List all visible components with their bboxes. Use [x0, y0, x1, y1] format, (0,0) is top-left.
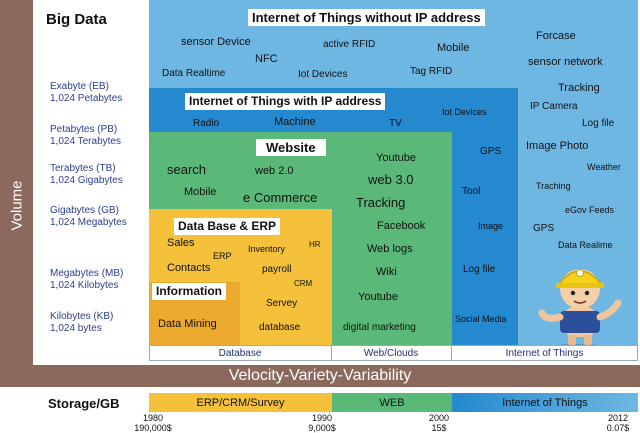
zone-item: CRM	[294, 279, 313, 288]
zone-item: eGov Feeds	[565, 205, 615, 215]
zone-item: Youtube	[376, 152, 416, 164]
zone-item: Radio	[193, 118, 220, 129]
zone-item: IP Camera	[530, 101, 578, 112]
zone-item: Iot Devices	[442, 107, 487, 117]
zone-item: Social Media	[455, 314, 507, 324]
volume-level: Terabytes (TB)1,024 Gigabytes	[50, 163, 123, 186]
zone-item: sensor network	[528, 56, 603, 68]
zone-item: HR	[309, 240, 321, 249]
zone-item: web 3.0	[368, 172, 414, 187]
zone-item: Contacts	[167, 262, 211, 274]
zone-item: Mobile	[184, 186, 217, 198]
volume-level: Exabyte (EB)1,024 Petabytes	[50, 81, 123, 104]
zone-item: Tool	[462, 186, 481, 197]
volume-level: Megabytes (MB)1,024 Kilobytes	[50, 268, 124, 291]
volume-level: Kilobytes (KB)1,024 bytes	[50, 311, 114, 334]
zone-item: Mobile	[437, 42, 470, 54]
zone-item: Log file	[463, 264, 496, 275]
zone-title-iot-ip: Internet of Things with IP address	[185, 93, 386, 110]
zone-item: Inventory	[248, 244, 286, 254]
storage-label: Storage/GB	[48, 396, 120, 411]
category-database: Database	[218, 347, 262, 359]
zone-item: GPS	[533, 223, 555, 234]
zone-item: Iot Devices	[298, 69, 348, 80]
volume-level: Petabytes (PB)1,024 Terabytes	[50, 124, 121, 147]
zone-title-database-erp: Data Base & ERP	[174, 218, 281, 235]
zone-item: Facebook	[377, 220, 426, 232]
velocity-axis-bar: Velocity-Variety-Variability	[0, 365, 640, 387]
zone-item: Web logs	[367, 243, 413, 255]
zone-item: digital marketing	[343, 322, 416, 333]
zone-item: Tag RFID	[410, 66, 453, 77]
zone-item: Data Realtime	[162, 68, 226, 79]
diagram-title: Big Data	[46, 11, 107, 28]
zone-item: Data Realime	[558, 240, 613, 250]
zone-item: Data Mining	[158, 318, 217, 330]
zone-item: search	[167, 162, 207, 177]
zone-item: Youtube	[358, 291, 398, 303]
timeline-segment-erp: ERP/CRM/Survey	[149, 393, 332, 412]
zone-item: Machine	[274, 116, 316, 128]
zone-item: Forcase	[536, 30, 576, 42]
category-divider	[331, 345, 332, 361]
zone-item: Traching	[536, 181, 571, 191]
zone-item: TV	[389, 118, 402, 129]
zone-item: Image Photo	[526, 140, 589, 152]
zone-item: GPS	[480, 146, 502, 157]
zone-item: Servey	[266, 298, 298, 309]
zone-item: NFC	[255, 53, 278, 65]
zone-item: Tracking	[356, 195, 406, 210]
zone-item: database	[259, 322, 301, 333]
engineer-mascot-icon	[538, 269, 622, 350]
zone-item: Sales	[167, 237, 195, 249]
zone-item: ERP	[213, 251, 232, 261]
velocity-axis-label: Velocity-Variety-Variability	[228, 367, 412, 384]
category-row	[149, 345, 638, 361]
category-iot: Internet of Things	[505, 347, 584, 359]
zone-item: sensor Device	[181, 36, 251, 48]
zone-title-website: Website	[256, 139, 326, 156]
zone-title-information: Information	[152, 283, 226, 300]
zone-item: active RFID	[323, 39, 376, 50]
zone-item: Tracking	[558, 82, 600, 94]
volume-axis-bar	[0, 0, 33, 382]
zone-item: e Commerce	[243, 190, 318, 205]
category-web-clouds: Web/Clouds	[363, 347, 419, 359]
category-divider	[451, 345, 452, 361]
timeline-segment-web: WEB	[332, 393, 452, 412]
zone-item: Wiki	[376, 266, 397, 278]
zone-title-iot-no-ip: Internet of Things without IP address	[248, 9, 485, 26]
volume-level: Gigabytes (GB)1,024 Megabytes	[50, 205, 127, 228]
zone-item: payroll	[262, 264, 292, 275]
timeline-segment-iot: Internet of Things	[452, 393, 638, 412]
zone-item: Log file	[582, 118, 615, 129]
zone-item: web 2.0	[255, 165, 294, 177]
zone-item: Image	[478, 221, 504, 231]
volume-axis-label: Volume	[8, 179, 26, 231]
zone-item: Weather	[587, 162, 621, 172]
